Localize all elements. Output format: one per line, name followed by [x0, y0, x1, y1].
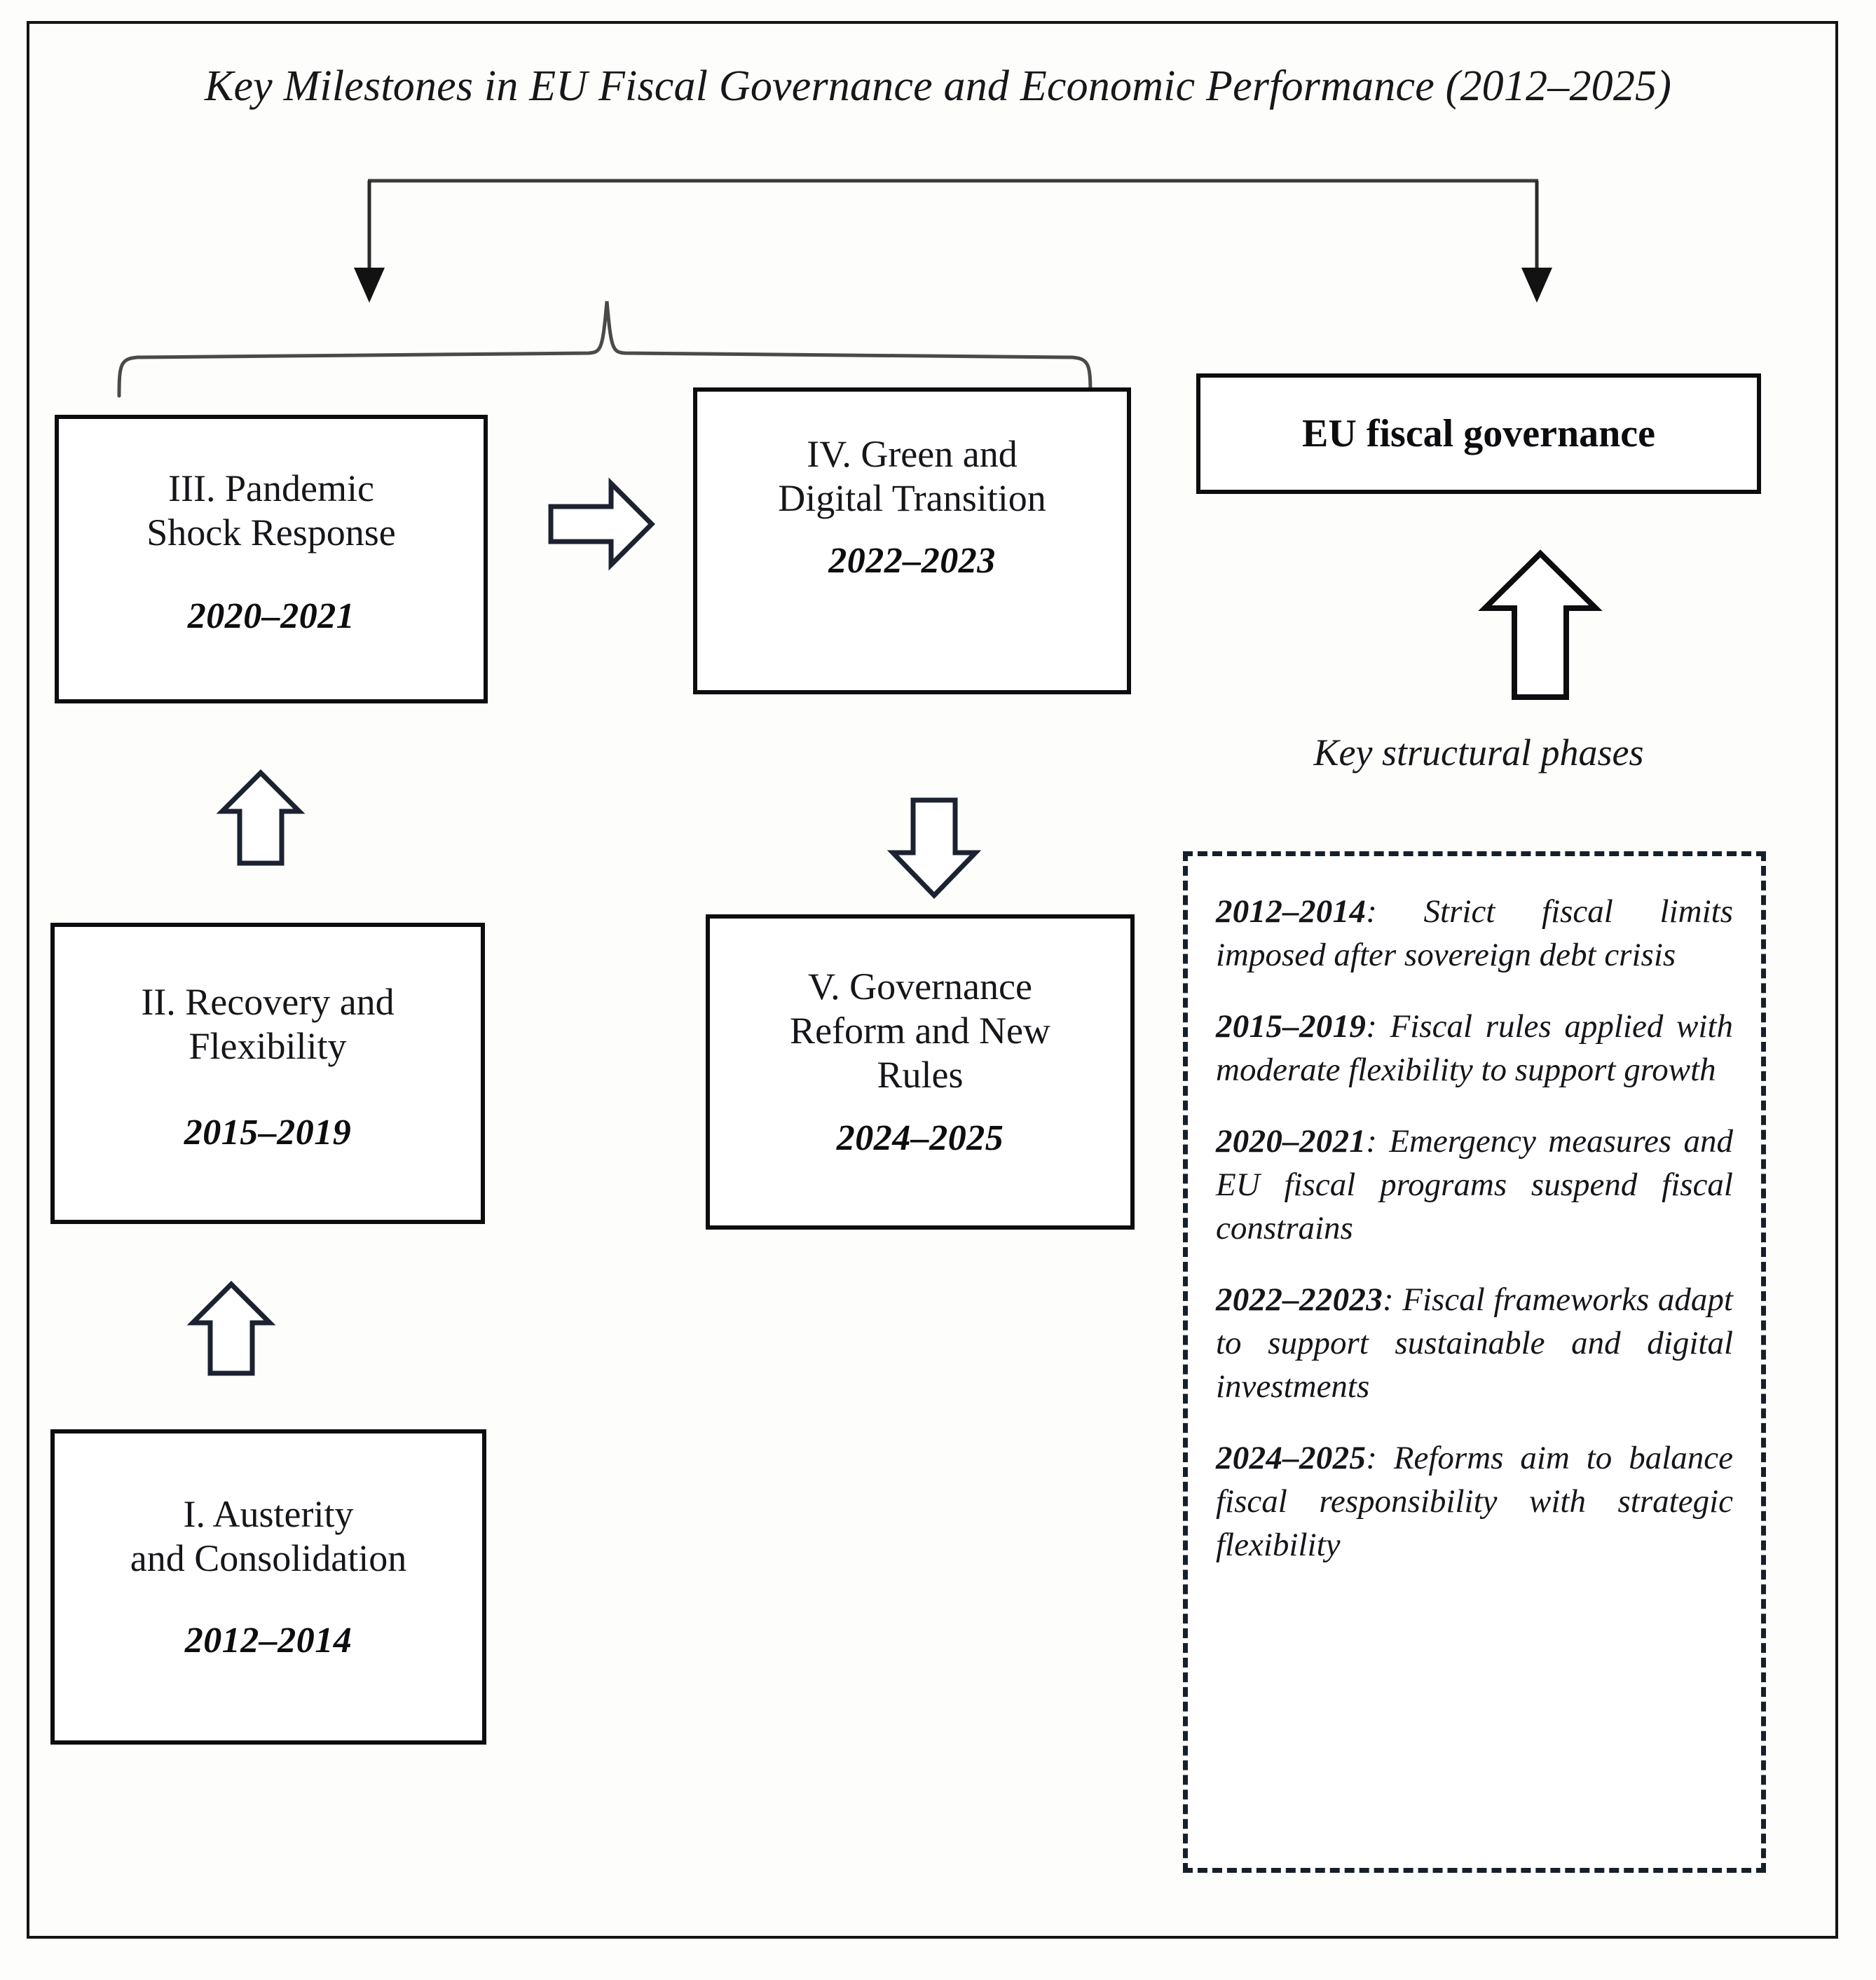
phase-title-line: II. Recovery and — [141, 981, 395, 1023]
legend-entry: 2024–2025: Reforms aim to balance fiscal… — [1216, 1436, 1733, 1567]
page-border — [27, 21, 1838, 1939]
legend-entry-years: 2022–22023 — [1216, 1281, 1383, 1319]
phase-title-line: Shock Response — [146, 511, 396, 554]
phase-title-line: Rules — [877, 1054, 964, 1096]
phase-title-line: I. Austerity — [183, 1493, 354, 1535]
legend-entry: 2015–2019: Fiscal rules applied with mod… — [1216, 1005, 1733, 1092]
figure-title: Key Milestones in EU Fiscal Governance a… — [204, 62, 1672, 110]
legend-entry: 2012–2014: Strict fiscal limits imposed … — [1216, 890, 1733, 977]
phase-box-austerity[interactable]: I. Austerity and Consolidation 2012–2014 — [50, 1429, 486, 1745]
phase-years-recovery: 2015–2019 — [184, 1113, 352, 1153]
phase-years-pandemic: 2020–2021 — [187, 596, 355, 637]
phase-box-recovery[interactable]: II. Recovery and Flexibility 2015–2019 — [50, 923, 485, 1224]
phase-box-green-digital[interactable]: IV. Green and Digital Transition 2022–20… — [693, 387, 1131, 694]
legend-entry-separator: : — [1383, 1281, 1394, 1319]
legend-entry: 2022–22023: Fiscal frameworks adapt to s… — [1216, 1278, 1733, 1408]
phase-title-line: and Consolidation — [130, 1537, 407, 1580]
phase-title-line: Reform and New — [790, 1010, 1050, 1052]
key-structural-phases-caption: Key structural phases — [1313, 731, 1644, 774]
legend-entry: 2020–2021: Emergency measures and EU fis… — [1216, 1120, 1733, 1250]
legend-entry-years: 2012–2014 — [1216, 893, 1367, 930]
legend-entry-text: Reforms aim to balance fiscal responsibi… — [1216, 1440, 1733, 1564]
phase-title-austerity: I. Austerity and Consolidation — [118, 1492, 419, 1581]
phase-title-recovery: II. Recovery and Flexibility — [128, 980, 406, 1068]
phase-title-governance-reform: V. Governance Reform and New Rules — [777, 965, 1063, 1098]
phase-title-line: IV. Green and — [807, 433, 1018, 475]
phase-years-governance-reform: 2024–2025 — [836, 1118, 1004, 1158]
legend-entry-separator: : — [1366, 1440, 1377, 1477]
phase-years-green-digital: 2022–2023 — [828, 541, 996, 582]
phase-title-line: V. Governance — [808, 965, 1032, 1008]
eu-fiscal-governance-label: EU fiscal governance — [1302, 412, 1655, 455]
phase-box-governance-reform[interactable]: V. Governance Reform and New Rules 2024–… — [706, 914, 1135, 1230]
phase-title-green-digital: IV. Green and Digital Transition — [765, 432, 1059, 521]
phase-title-line: Flexibility — [189, 1025, 347, 1068]
phase-box-pandemic[interactable]: III. Pandemic Shock Response 2020–2021 — [55, 415, 488, 703]
legend-entry-separator: : — [1366, 893, 1377, 930]
legend-entry-years: 2020–2021 — [1216, 1123, 1367, 1160]
legend-entry-text: Emergency measures and EU fiscal program… — [1216, 1123, 1733, 1247]
legend-entry-text: Fiscal rules applied with moderate flexi… — [1216, 1008, 1733, 1089]
legend-entry-separator: : — [1366, 1008, 1377, 1045]
phase-title-pandemic: III. Pandemic Shock Response — [134, 467, 408, 555]
phase-title-line: Digital Transition — [778, 477, 1046, 520]
legend-entry-text: Strict fiscal limits imposed after sover… — [1216, 893, 1733, 974]
phase-years-austerity: 2012–2014 — [184, 1621, 352, 1661]
phase-legend-box: 2012–2014: Strict fiscal limits imposed … — [1183, 851, 1766, 1873]
legend-entry-years: 2024–2025 — [1216, 1440, 1367, 1477]
phase-title-line: III. Pandemic — [168, 467, 374, 509]
legend-entry-years: 2015–2019 — [1216, 1008, 1367, 1045]
legend-entry-text: Fiscal frameworks adapt to support susta… — [1216, 1281, 1733, 1405]
eu-fiscal-governance-box[interactable]: EU fiscal governance — [1196, 373, 1761, 494]
legend-entry-separator: : — [1366, 1123, 1377, 1160]
